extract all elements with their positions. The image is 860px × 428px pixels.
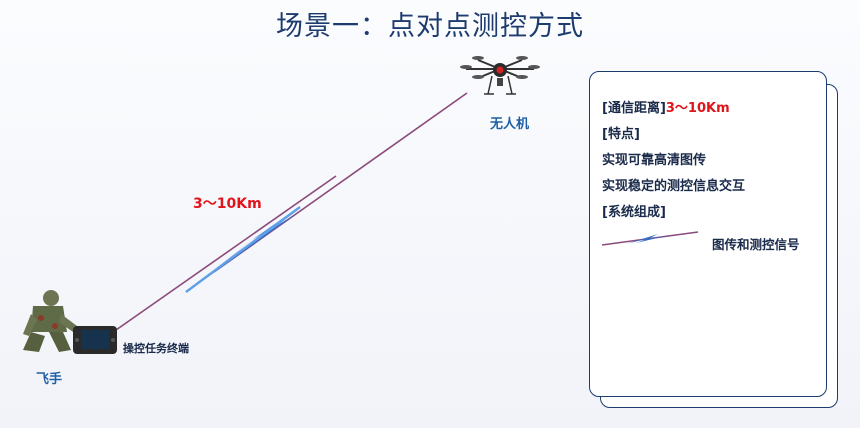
- distance-row: [通信距离]3～10Km: [602, 97, 730, 116]
- distance-value: 3～10Km: [665, 101, 730, 116]
- distance-label: 3～10Km: [193, 196, 262, 212]
- drone-icon: [460, 56, 540, 95]
- system-heading: [系统组成]: [602, 205, 666, 220]
- features-heading: [特点]: [602, 127, 640, 142]
- feature-1: 实现可靠高清图传: [602, 153, 707, 168]
- terminal-label: 操控任务终端: [123, 342, 189, 355]
- page-title: 场景一：点对点测控方式: [276, 11, 584, 42]
- link-line-lower: [115, 175, 337, 331]
- pilot-icon: [23, 290, 77, 352]
- drone-label: 无人机: [490, 117, 530, 132]
- distance-heading: [通信距离]: [602, 101, 666, 116]
- feature-2: 实现稳定的测控信息交互: [602, 179, 746, 194]
- info-card: [通信距离]3～10Km [特点] 实现可靠高清图传 实现稳定的测控信息交互 […: [589, 71, 827, 397]
- pilot-label: 飞手: [36, 372, 63, 387]
- signal-legend-icon: [601, 231, 699, 246]
- signal-legend-label: 图传和测控信号: [712, 237, 800, 252]
- control-terminal-icon: [73, 326, 117, 354]
